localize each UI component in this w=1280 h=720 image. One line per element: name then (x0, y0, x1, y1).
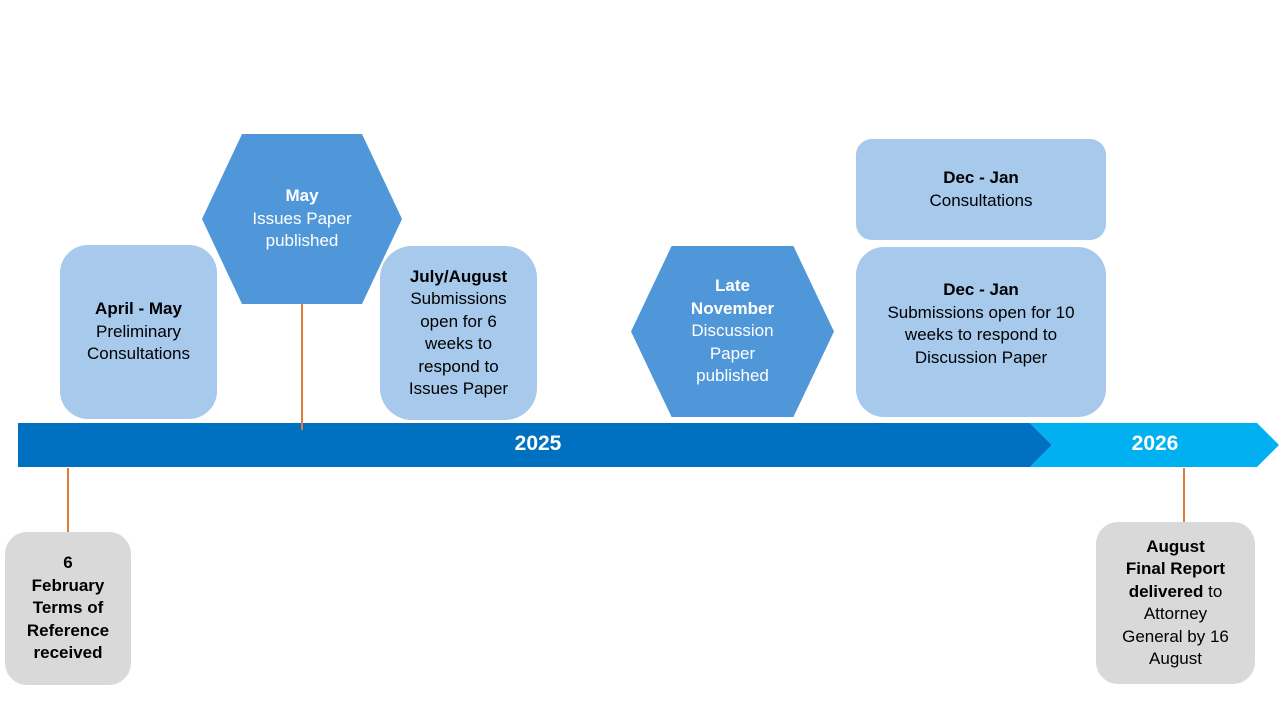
milestone-dec-jan-consultations: Dec - Jan Consultations (856, 139, 1106, 240)
milestone-title: November (690, 298, 775, 318)
milestone-dec-jan-submissions: Dec - Jan Submissions open for 10 weeks … (856, 247, 1106, 417)
milestone-text: Paper (709, 343, 756, 363)
milestone-text: 6 (63, 553, 73, 573)
milestone-august: August Final Report delivered to Attorne… (1096, 522, 1255, 684)
milestone-text: published (265, 231, 339, 251)
milestone-title: Dec - Jan (943, 280, 1019, 299)
milestone-text: weeks to respond to (904, 325, 1058, 344)
connector-may (301, 303, 303, 430)
milestone-text: weeks to (424, 334, 493, 353)
milestone-late-november: Late November Discussion Paper published (631, 246, 834, 417)
milestone-text: Attorney (1143, 604, 1208, 623)
band-2025 (18, 423, 1052, 467)
year-2026-label: 2026 (1131, 432, 1179, 455)
milestone-title: Final Report (1125, 559, 1226, 578)
milestone-title: July/August (409, 266, 508, 286)
milestone-text: Consultations (929, 190, 1033, 210)
milestone-text: Issues Paper (252, 208, 352, 228)
milestone-title: Late (715, 276, 750, 296)
milestone-text: respond to (418, 356, 499, 376)
milestone-text: Preliminary (95, 321, 182, 341)
milestone-title: delivered (1128, 581, 1204, 601)
milestone-text: General by 16 (1122, 626, 1229, 646)
milestone-title: August (1146, 536, 1205, 556)
milestone-text: Consultations (86, 344, 190, 364)
milestone-april-may: April - May Preliminary Consultations (60, 245, 217, 419)
milestone-text: Discussion Paper (914, 347, 1048, 367)
milestone-text: Submissions open for 10 (887, 302, 1075, 322)
milestone-text: Reference (26, 620, 110, 640)
milestone-text: open for 6 (420, 311, 497, 331)
milestone-text: Submissions (410, 289, 507, 308)
milestone-text: to (1203, 581, 1223, 601)
milestone-title: May (285, 186, 319, 206)
milestone-july-august: July/August Submissions open for 6 weeks… (380, 246, 537, 420)
connector-feb (67, 468, 69, 535)
milestone-title: April - May (95, 299, 182, 319)
milestone-text: published (696, 366, 769, 386)
year-2025-label: 2025 (514, 432, 562, 455)
connector-aug (1183, 468, 1185, 535)
milestone-text: August (1149, 649, 1202, 668)
milestone-title: Dec - Jan (943, 168, 1019, 187)
milestone-text: February (31, 575, 105, 595)
milestone-text: Discussion (691, 321, 774, 341)
milestone-text: Issues Paper (408, 379, 509, 398)
milestone-text: Terms of (32, 598, 104, 618)
band-2026 (1030, 423, 1279, 467)
milestone-february: 6 February Terms of Reference received (5, 532, 131, 685)
milestone-text: received (33, 643, 103, 663)
milestone-may: May Issues Paper published (202, 134, 402, 304)
